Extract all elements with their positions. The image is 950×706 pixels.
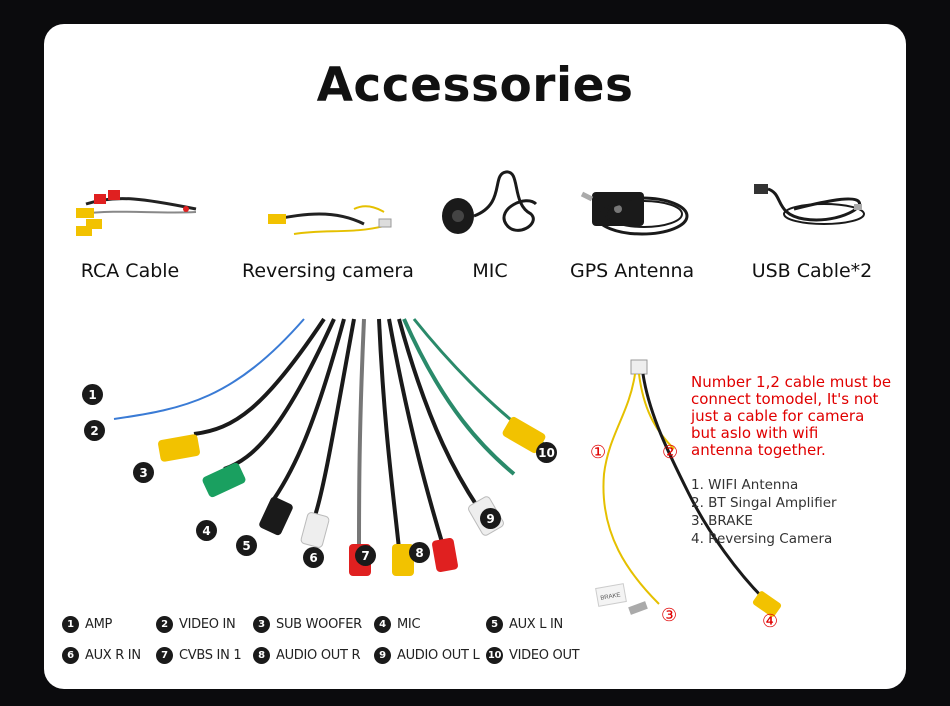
cable-number-7: 7 [355, 545, 376, 566]
accessories-card: Accessories RCA Cable Reversing camera [44, 24, 906, 689]
wire-function-list: 1. WIFI Antenna 2. BT Singal Amplifier 3… [691, 477, 837, 547]
page-title: Accessories [316, 58, 634, 113]
harness-marker-4: ④ [762, 611, 779, 632]
cable-number-4: 4 [196, 520, 217, 541]
product-label-rca: RCA Cable [80, 260, 180, 282]
harness-tag: BRAKE [600, 592, 621, 601]
microphone-icon [436, 164, 546, 264]
rca-cable-bundle-illustration [113, 317, 546, 576]
gps-antenna-icon [572, 164, 692, 264]
cable-number-10: 10 [536, 442, 557, 463]
connection-note: Number 1,2 cable must be connect tomodel… [691, 373, 892, 459]
product-label-mic: MIC [472, 260, 508, 282]
cable-number-3: 3 [133, 462, 154, 483]
rca-cable-icon [56, 164, 206, 264]
product-label-usb: USB Cable*2 [751, 260, 873, 282]
cable-number-2: 2 [84, 420, 105, 441]
harness-marker-1: ① [590, 442, 607, 463]
reversing-camera-cable-icon [254, 164, 404, 264]
cable-number-5: 5 [236, 535, 257, 556]
wire-harness-illustration: BRAKE [595, 359, 782, 617]
cable-number-9: 9 [480, 508, 501, 529]
product-label-reversing-camera: Reversing camera [242, 260, 414, 282]
harness-marker-2: ② [662, 442, 679, 463]
product-label-gps: GPS Antenna [570, 260, 695, 282]
cable-number-8: 8 [409, 542, 430, 563]
cable-number-1: 1 [82, 384, 103, 405]
usb-cable-icon [744, 164, 874, 264]
cable-number-6: 6 [303, 547, 324, 568]
harness-marker-3: ③ [661, 605, 678, 626]
